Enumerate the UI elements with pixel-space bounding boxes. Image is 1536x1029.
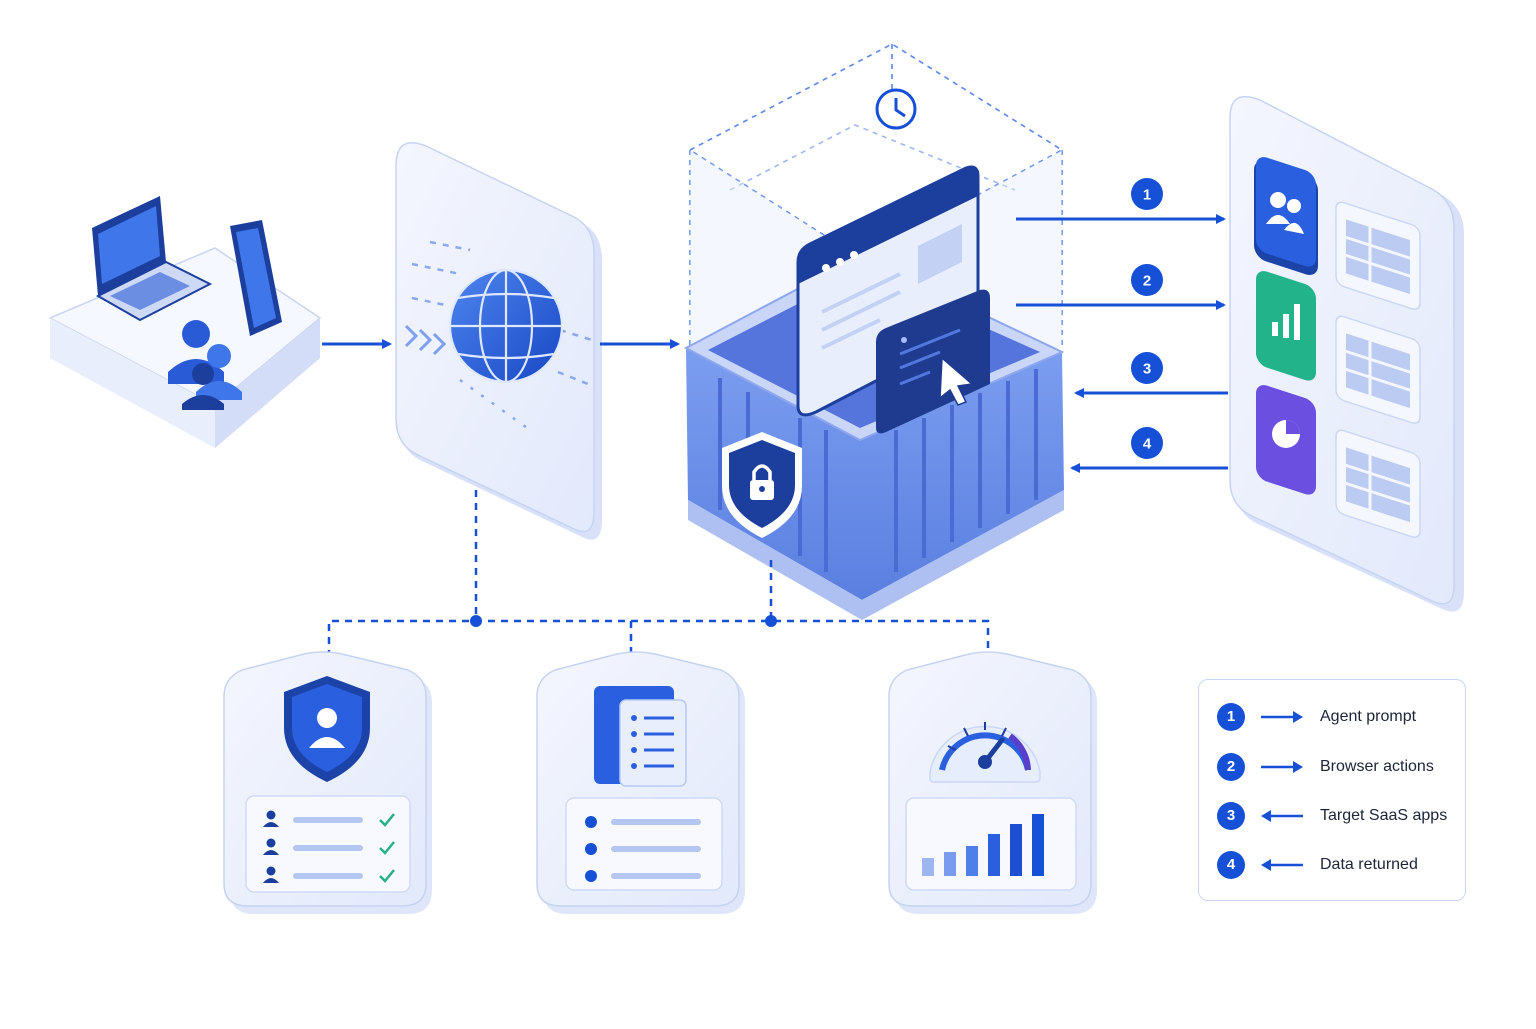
- cursor-icon: [939, 356, 974, 406]
- arrow-left-icon: [1261, 810, 1303, 822]
- pie-chart-app-icon: [1256, 385, 1316, 495]
- legend-number-badge: 1: [1217, 703, 1245, 731]
- dashed-connectors: [327, 490, 990, 657]
- clock-icon: [875, 88, 917, 130]
- user-group-app-icon: [1254, 157, 1318, 275]
- legend-label: Browser actions: [1320, 758, 1434, 775]
- bar-chart-icon: [922, 814, 1044, 876]
- legend-row-target-saas-apps: 3 Target SaaS apps: [1199, 800, 1465, 832]
- arrow-right-icon: [1261, 761, 1303, 773]
- flow-badge-2: 2: [1131, 264, 1163, 296]
- legend-row-agent-prompt: 1 Agent prompt: [1199, 701, 1465, 733]
- gateway-speed-lines: [411, 240, 593, 432]
- bar-chart-app-icon: [1256, 271, 1316, 381]
- flow-badges: 1 2 3 4: [1131, 178, 1163, 459]
- globe-icon: [448, 268, 564, 384]
- legend-number-badge: 3: [1217, 802, 1245, 830]
- flow-badge-1: 1: [1131, 178, 1163, 210]
- flow-arrows: [1016, 214, 1228, 473]
- legend-label: Agent prompt: [1320, 708, 1417, 725]
- user-list-icon: [263, 810, 395, 883]
- legend-row-browser-actions: 2 Browser actions: [1199, 751, 1465, 783]
- terminal-window: [876, 289, 990, 434]
- flow-badge-number: 3: [1143, 361, 1151, 378]
- lock-shield-icon: [722, 432, 802, 538]
- phone-icon: [230, 220, 282, 336]
- arrow-right-icon: [1261, 711, 1303, 723]
- legend: 1 Agent prompt 2 Browser actions 3 Targe…: [1198, 679, 1466, 901]
- legend-number-badge: 4: [1217, 851, 1245, 879]
- speedometer-icon: [929, 722, 1041, 783]
- legend-number-badge: 2: [1217, 753, 1245, 781]
- flow-badge-number: 2: [1143, 273, 1151, 290]
- browser-window-icon: [796, 165, 980, 417]
- user-shield-icon: [284, 676, 370, 782]
- flow-badge-number: 4: [1143, 436, 1152, 453]
- flow-badge-3: 3: [1131, 352, 1163, 384]
- laptop-icon: [92, 196, 213, 322]
- legend-label: Target SaaS apps: [1320, 807, 1448, 824]
- document-list-icon: [594, 686, 687, 787]
- log-list-icon: [585, 816, 701, 882]
- arrow-left-icon: [1261, 859, 1303, 871]
- chevrons-icon: [404, 324, 447, 356]
- flow-badge-number: 1: [1143, 187, 1151, 204]
- legend-label: Data returned: [1320, 856, 1418, 873]
- app-table-placeholders: [1335, 201, 1421, 538]
- legend-row-data-returned: 4 Data returned: [1199, 849, 1465, 881]
- users-icon: [168, 320, 242, 410]
- flow-badge-4: 4: [1131, 427, 1163, 459]
